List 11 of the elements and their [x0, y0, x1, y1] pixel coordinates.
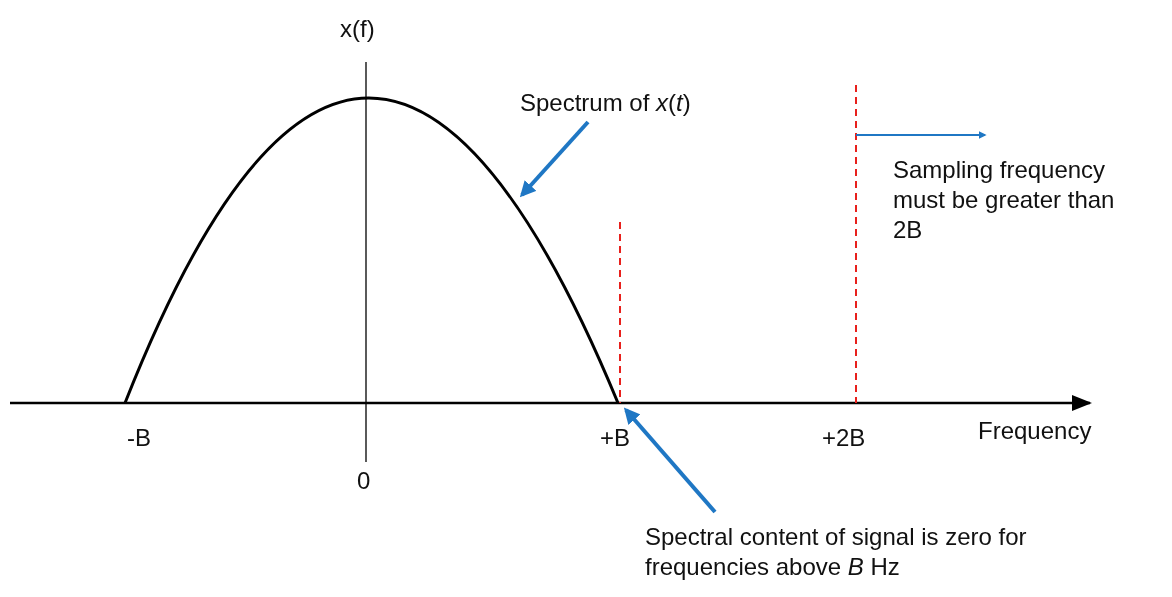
- note-text: Sampling frequency must be greater than 2B: [893, 155, 1116, 245]
- axis-title: x(f): [340, 14, 375, 44]
- leader-arrow: [623, 407, 717, 514]
- tick-label: +2B: [822, 423, 866, 453]
- axis-label: Frequency: [978, 416, 1092, 446]
- tick-label: +B: [600, 423, 631, 453]
- tick-label: -B: [127, 423, 151, 453]
- tick-label: 0: [357, 466, 371, 496]
- annotation-text: Spectrum of x(t): [520, 88, 770, 118]
- leader-arrow: [519, 120, 590, 198]
- annotation-text: Spectral content of signal is zero for frequencies above B Hz: [645, 522, 1125, 582]
